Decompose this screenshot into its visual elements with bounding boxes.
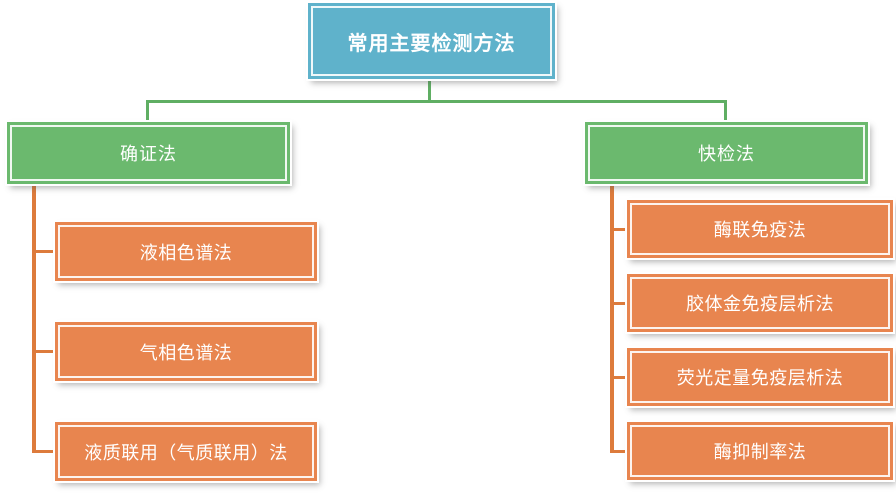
leaf-node-label: 液相色谱法: [139, 242, 233, 264]
leaf-node-liquid-chromatography: 液相色谱法: [55, 222, 317, 281]
connector-root-drop: [428, 79, 431, 102]
leaf-node-label: 酶联免疫法: [713, 220, 807, 241]
leaf-node-label: 酶抑制率法: [713, 442, 807, 463]
connector-left-stub-3: [32, 450, 56, 453]
leaf-node-lc-ms: 液质联用（气质联用）法: [55, 422, 317, 481]
leaf-node-fluorescence-quantitative: 荧光定量免疫层析法: [627, 348, 893, 406]
branch-node-label: 快检法: [698, 144, 755, 165]
leaf-node-label: 荧光定量免疫层析法: [676, 368, 844, 389]
connector-branch-horizontal: [146, 100, 727, 103]
leaf-node-label: 胶体金免疫层析法: [686, 294, 834, 315]
leaf-node-label: 液质联用（气质联用）法: [84, 442, 288, 464]
connector-left-stub-2: [32, 350, 56, 353]
leaf-node-enzyme-inhibition: 酶抑制率法: [627, 422, 893, 480]
leaf-node-elisa: 酶联免疫法: [627, 200, 893, 258]
connector-right-vertical: [610, 184, 614, 453]
leaf-node-colloidal-gold: 胶体金免疫层析法: [627, 274, 893, 332]
connector-right-branch-drop: [724, 100, 727, 122]
root-node-label: 常用主要检测方法: [347, 30, 516, 55]
connector-right-stub-4: [610, 450, 629, 453]
connector-left-stub-1: [32, 250, 56, 253]
connector-left-vertical: [32, 184, 36, 453]
root-node: 常用主要检测方法: [308, 3, 555, 79]
leaf-node-label: 气相色谱法: [139, 342, 233, 364]
connector-right-stub-1: [610, 228, 629, 231]
connector-right-stub-2: [610, 302, 629, 305]
connector-right-stub-3: [610, 376, 629, 379]
branch-node-rapid-test: 快检法: [585, 122, 868, 184]
leaf-node-gas-chromatography: 气相色谱法: [55, 322, 317, 381]
connector-left-branch-drop: [146, 100, 149, 122]
branch-node-confirmation: 确证法: [7, 122, 290, 184]
branch-node-label: 确证法: [120, 144, 177, 165]
